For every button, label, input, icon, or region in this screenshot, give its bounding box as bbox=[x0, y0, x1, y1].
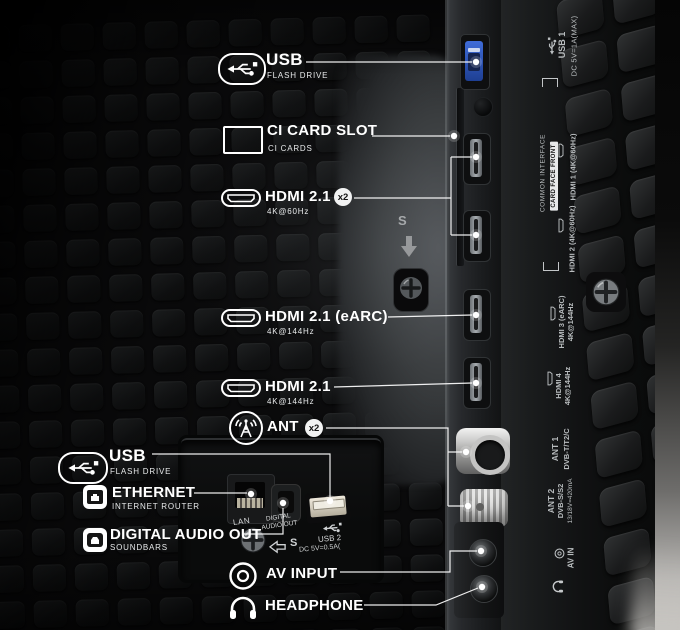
hdmi-pair-label: HDMI 2.1 bbox=[265, 188, 331, 205]
hdmi-pair-sublabel: 4K@60Hz bbox=[267, 207, 310, 216]
hdmi-single-label: HDMI 2.1 bbox=[265, 378, 331, 395]
panel-usb1-label: USB 1 bbox=[557, 31, 567, 59]
group-bracket-icon bbox=[543, 262, 559, 271]
ci-card-icon bbox=[223, 126, 263, 154]
group-bracket-icon bbox=[542, 78, 558, 87]
mid-screw bbox=[400, 277, 422, 299]
ant-label: ANT bbox=[267, 418, 299, 435]
panel-hdmi3-label: HDMI 3 (eARC)4K@144Hz bbox=[557, 295, 575, 349]
hdmi-pair-badge: x2 bbox=[334, 188, 352, 206]
tv-side-panel bbox=[497, 0, 680, 630]
usb1-port-tongue bbox=[468, 48, 480, 52]
side-screw bbox=[592, 278, 620, 306]
hdmi-earc-label: HDMI 2.1 (eARC) bbox=[265, 308, 388, 325]
usb-bottom-sublabel: FLASH DRIVE bbox=[110, 467, 172, 476]
lan-port-pins bbox=[237, 498, 263, 508]
service-hole bbox=[473, 97, 493, 117]
ethernet-label: ETHERNET bbox=[112, 484, 196, 501]
usb-top-sublabel: FLASH DRIVE bbox=[267, 71, 329, 80]
usb-icon bbox=[58, 452, 108, 484]
headphone-glyph-icon bbox=[552, 580, 564, 593]
digital-audio-label: DIGITAL AUDIO OUT bbox=[110, 526, 262, 543]
hdmi-glyph-icon bbox=[550, 306, 556, 321]
digital-audio-sublabel: SOUNDBARS bbox=[110, 543, 168, 552]
panel-usb1-spec: DC 5V=1A(MAX) bbox=[569, 15, 579, 77]
hdmi-port-1 bbox=[463, 133, 491, 185]
lan-port bbox=[227, 474, 275, 524]
usb-trident-icon bbox=[322, 522, 342, 533]
ethernet-sublabel: INTERNET ROUTER bbox=[112, 502, 200, 511]
ethernet-icon bbox=[83, 485, 107, 509]
headphone-label: HEADPHONE bbox=[265, 597, 364, 614]
arrow-left-icon bbox=[268, 540, 286, 554]
ci-card-slot-label: CI CARD SLOT bbox=[267, 122, 378, 139]
ci-card-slot-sublabel: CI CARDS bbox=[268, 144, 313, 153]
usb1-port bbox=[460, 34, 490, 90]
panel-hdmi2-label: HDMI 2 (4K@60Hz) bbox=[567, 205, 577, 273]
optical-port bbox=[271, 484, 301, 522]
panel-common-interface: COMMON INTERFACE bbox=[539, 133, 547, 213]
ci-card-slot bbox=[456, 88, 464, 266]
screw-marker-s: S bbox=[398, 213, 407, 228]
usb-trident-icon bbox=[547, 37, 557, 55]
ant-terminal-2-pin bbox=[476, 503, 484, 511]
hdmi-icon bbox=[221, 309, 261, 327]
panel-ant1-label: ANT 1 DVB-T/T2/C bbox=[550, 428, 571, 470]
hdmi-icon bbox=[221, 379, 261, 397]
hdmi-glyph-icon bbox=[558, 143, 564, 158]
panel-ant2-label: ANT 2 DVB-S/S2 13/18V=420mA bbox=[546, 478, 574, 524]
headphone-icon bbox=[230, 596, 256, 619]
bay-screw-marker: S bbox=[290, 537, 298, 549]
av-jack bbox=[469, 539, 497, 567]
antenna-icon bbox=[229, 411, 263, 445]
panel-hdmi1-label: HDMI 1 (4K@60Hz) bbox=[568, 133, 578, 201]
hdmi-glyph-icon bbox=[558, 218, 564, 233]
ant-badge: x2 bbox=[305, 419, 323, 437]
arrow-down-icon bbox=[401, 236, 417, 257]
hdmi-earc-sublabel: 4K@144Hz bbox=[267, 327, 315, 336]
usb-bottom-label: USB bbox=[109, 446, 146, 465]
av-in-glyph-icon bbox=[554, 548, 565, 559]
ant-terminal-1 bbox=[456, 428, 510, 475]
av-input-icon bbox=[229, 562, 257, 590]
ant-terminal-1-face bbox=[470, 435, 510, 475]
panel-av-in-label: AV IN bbox=[566, 547, 576, 569]
usb-icon bbox=[218, 53, 266, 85]
panel-edge-highlight bbox=[445, 0, 447, 630]
hdmi-single-sublabel: 4K@144Hz bbox=[267, 397, 315, 406]
digital-audio-icon bbox=[83, 528, 107, 552]
hdmi-icon bbox=[221, 189, 261, 207]
hdmi-glyph-icon bbox=[547, 371, 553, 386]
usb-top-label: USB bbox=[266, 50, 303, 69]
background-edge bbox=[655, 0, 680, 630]
av-input-label: AV INPUT bbox=[266, 565, 338, 582]
